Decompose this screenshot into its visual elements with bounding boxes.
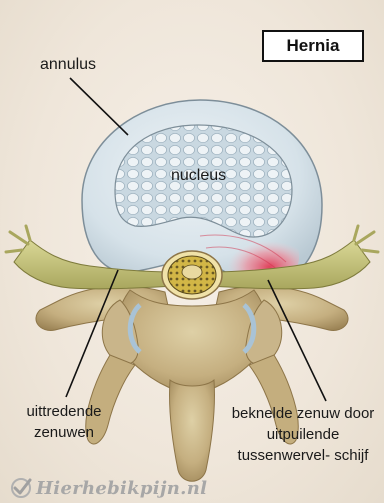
watermark: Hierhebikpijn.nl: [10, 476, 207, 500]
label-nucleus: nucleus: [171, 167, 226, 185]
title-box: Hernia: [262, 30, 364, 62]
annulus-leader-line: [70, 78, 128, 135]
diagram-title: Hernia: [287, 36, 340, 56]
watermark-text: Hierhebikpijn.nl: [36, 478, 207, 499]
label-exiting-nerves: uittredende zenuwen: [24, 401, 104, 443]
check-logo-icon: [10, 477, 32, 499]
label-pinched-nerve: beknelde zenuw door uitpuilende tussenwe…: [222, 403, 384, 466]
spinal-cord: [162, 251, 222, 299]
label-annulus: annulus: [40, 56, 96, 74]
